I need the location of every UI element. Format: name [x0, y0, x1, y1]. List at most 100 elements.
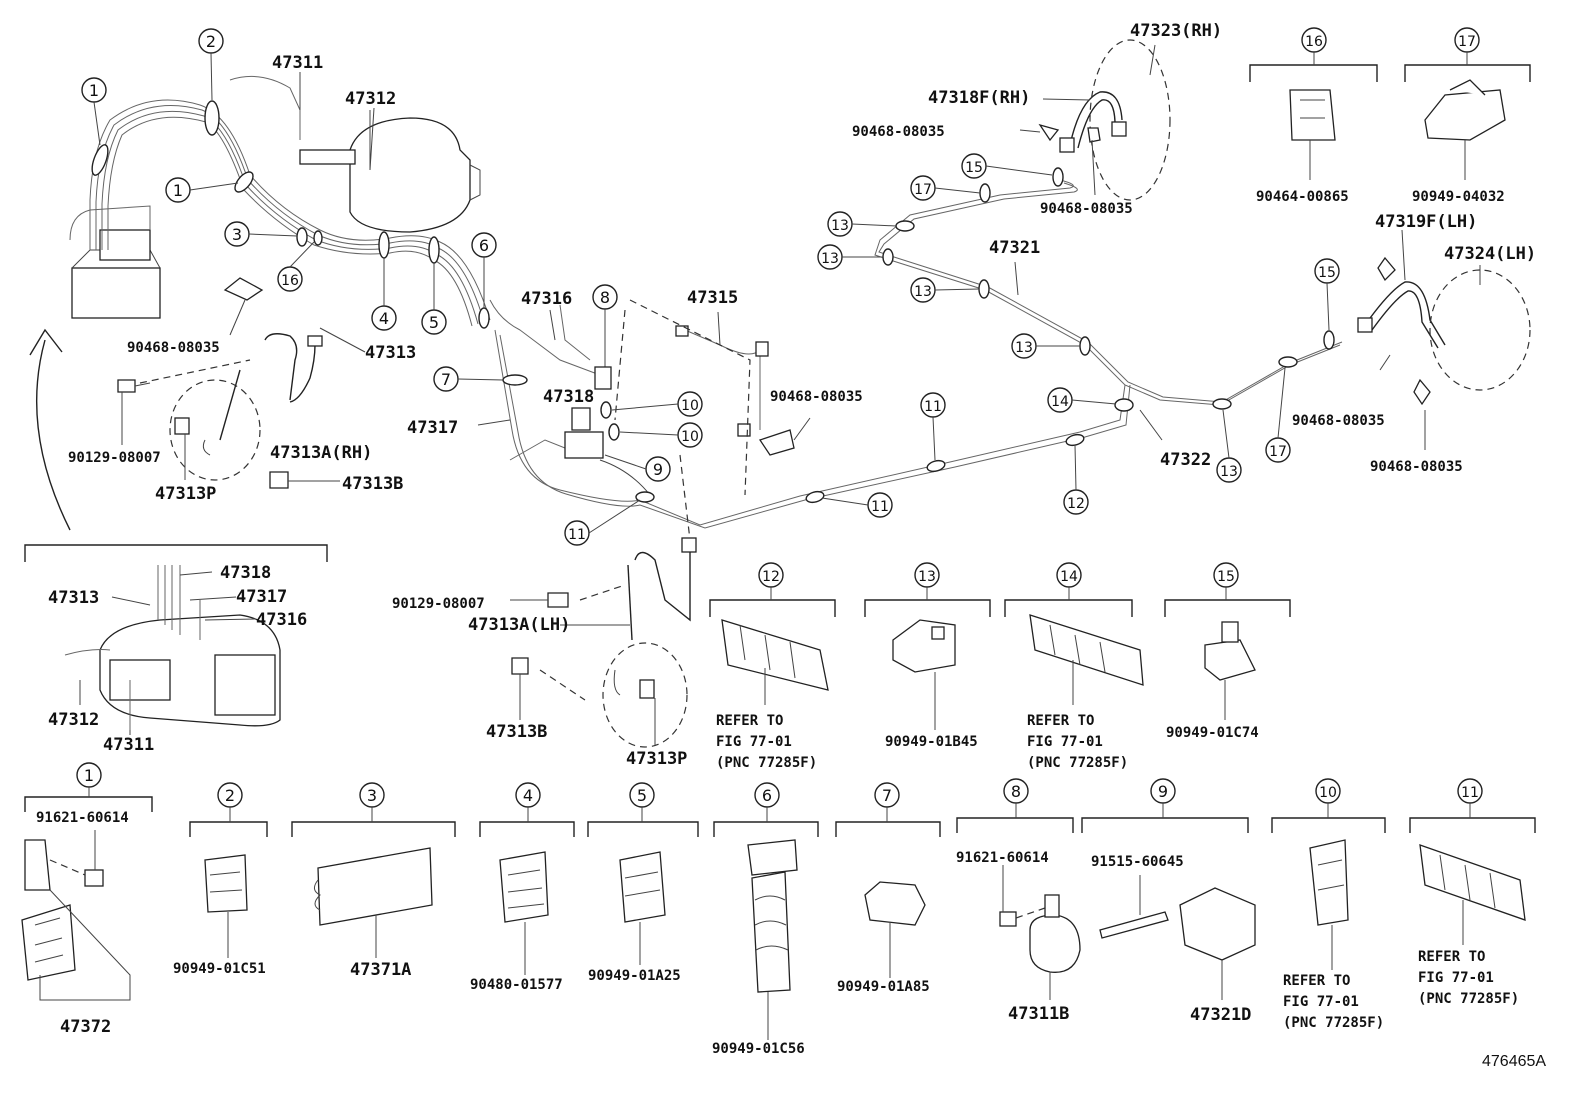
label-90949-04032: 90949-04032 [1412, 189, 1505, 205]
label-47321D: 47321D [1190, 1005, 1251, 1025]
label-12-refer-1: REFER TO [716, 713, 783, 729]
callout-8a: 8 [600, 288, 610, 307]
label-47324-lh: 47324(LH) [1444, 244, 1536, 264]
callout-13d: 13 [1015, 340, 1033, 356]
label-47315: 47315 [687, 288, 738, 308]
label-47312-top: 47312 [345, 89, 396, 109]
inset-abs-detail [64, 565, 281, 730]
callout-11d: 11 [1461, 785, 1479, 801]
callout-12a: 12 [1067, 496, 1085, 512]
right-lines [874, 167, 1343, 410]
callout-14b: 14 [1060, 569, 1078, 585]
callout-13e: 13 [1220, 464, 1238, 480]
callout-3a: 3 [232, 225, 242, 244]
label-10-refer-3: (PNC 77285F) [1283, 1015, 1384, 1031]
label-47321: 47321 [989, 238, 1040, 258]
callout-6a: 6 [479, 236, 489, 255]
callout-14a: 14 [1051, 394, 1069, 410]
callout-9b: 9 [1158, 782, 1168, 801]
label-11-refer-1: REFER TO [1418, 949, 1485, 965]
callout-17a: 17 [914, 182, 932, 198]
label-inset-47312: 47312 [48, 710, 99, 730]
label-90480: 90480-01577 [470, 977, 563, 993]
label-14-refer-3: (PNC 77285F) [1027, 755, 1128, 771]
callout-16a: 16 [281, 273, 299, 289]
label-47322: 47322 [1160, 450, 1211, 470]
callout-9a: 9 [653, 460, 663, 479]
label-91515: 91515-60645 [1091, 854, 1184, 870]
callout-12b: 12 [762, 569, 780, 585]
callout-1c: 1 [84, 766, 94, 785]
label-47319F-lh: 47319F(LH) [1375, 212, 1477, 232]
label-47313A-lh: 47313A(LH) [468, 615, 570, 635]
label-11-refer-3: (PNC 77285F) [1418, 991, 1519, 1007]
label-inset-47316: 47316 [256, 610, 307, 630]
label-90949-01C56: 90949-01C56 [712, 1041, 805, 1057]
label-10-refer-2: FIG 77-01 [1283, 994, 1359, 1010]
label-90129-left: 90129-08007 [68, 450, 161, 466]
label-47313A-rh: 47313A(RH) [270, 443, 372, 463]
callout-8b: 8 [1011, 782, 1021, 801]
label-47372: 47372 [60, 1017, 111, 1037]
callout-11b: 11 [871, 499, 889, 515]
label-91621-bottom: 91621-60614 [956, 850, 1049, 866]
label-90468-rh-b: 90468-08035 [1040, 201, 1133, 217]
label-11-refer-2: FIG 77-01 [1418, 970, 1494, 986]
callout-1a: 1 [89, 81, 99, 100]
label-47313-top: 47313 [365, 343, 416, 363]
diagram-id: 476465A [1482, 1053, 1546, 1070]
bottom-insets [21, 762, 1536, 1040]
callout-15a: 15 [965, 160, 983, 176]
callout-4b: 4 [523, 786, 533, 805]
callout-group-upper-left [81, 28, 497, 335]
label-47318: 47318 [543, 387, 594, 407]
label-47371A: 47371A [350, 960, 411, 980]
callout-13c: 13 [914, 284, 932, 300]
label-14-refer-1: REFER TO [1027, 713, 1094, 729]
callout-13a: 13 [831, 218, 849, 234]
label-91621-left: 91621-60614 [36, 810, 129, 826]
callout-11c: 11 [924, 399, 942, 415]
label-inset-47311: 47311 [103, 735, 154, 755]
callout-5b: 5 [637, 786, 647, 805]
callout-17c: 17 [1458, 34, 1476, 50]
callout-group-center [433, 284, 1089, 546]
center-lines [489, 299, 1134, 529]
label-90949-01C74: 90949-01C74 [1166, 725, 1259, 741]
label-inset-47318: 47318 [220, 563, 271, 583]
label-90949-01A25: 90949-01A25 [588, 968, 681, 984]
label-90468-lh-b: 90468-08035 [1370, 459, 1463, 475]
callout-13b: 13 [821, 251, 839, 267]
callout-6b: 6 [762, 786, 772, 805]
label-47318F-rh: 47318F(RH) [928, 88, 1030, 108]
label-47317: 47317 [407, 418, 458, 438]
callout-3b: 3 [367, 786, 377, 805]
callout-11a: 11 [568, 527, 586, 543]
callout-17b: 17 [1269, 444, 1287, 460]
callout-numbers: 1 2 1 3 16 4 5 6 8 7 10 10 9 11 11 11 12… [84, 32, 1479, 805]
callout-10a: 10 [681, 398, 699, 414]
label-12-refer-2: FIG 77-01 [716, 734, 792, 750]
label-47313P-top: 47313P [155, 484, 216, 504]
label-90464: 90464-00865 [1256, 189, 1349, 205]
label-47313P-bottom: 47313P [626, 749, 687, 769]
callout-10c: 10 [1319, 785, 1337, 801]
label-90949-01B45: 90949-01B45 [885, 734, 978, 750]
label-47313B-top: 47313B [342, 474, 403, 494]
label-47311-top: 47311 [272, 53, 323, 73]
callout-group-right [817, 153, 1340, 483]
label-12-refer-3: (PNC 77285F) [716, 755, 817, 771]
label-47311B: 47311B [1008, 1004, 1069, 1024]
callout-15b: 15 [1318, 265, 1336, 281]
label-90129-center: 90129-08007 [392, 596, 485, 612]
callout-2b: 2 [225, 786, 235, 805]
part-number-labels: 47311 47312 47313 90468-08035 90129-0800… [36, 21, 1546, 1070]
callout-5a: 5 [429, 313, 439, 332]
label-90468-rh-a: 90468-08035 [852, 124, 945, 140]
callout-2a: 2 [206, 32, 216, 51]
label-inset-47317: 47317 [236, 587, 287, 607]
callout-1b: 1 [173, 181, 183, 200]
label-90468-lh-a: 90468-08035 [1292, 413, 1385, 429]
